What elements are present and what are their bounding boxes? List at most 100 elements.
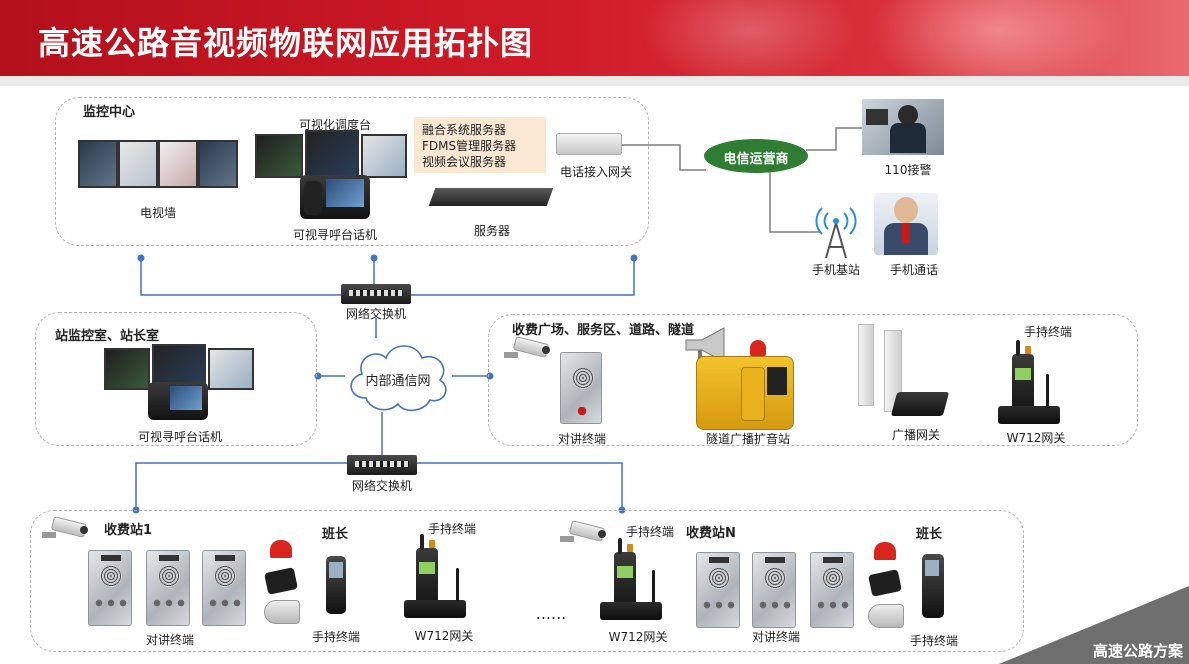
label-dispatch-console: 可视化调度台	[298, 118, 371, 132]
ellipsis: ......	[535, 604, 567, 623]
label-plaza-intercom: 对讲终端	[557, 432, 606, 446]
link-node	[137, 254, 145, 262]
intercom-panel-icon	[202, 550, 246, 626]
screen-icon	[118, 140, 158, 188]
phone-gateway-icon	[556, 133, 622, 155]
link-telecom-110	[806, 127, 862, 151]
zone-toll-stations	[30, 510, 1024, 652]
label-station1-w712: W712网关	[414, 629, 474, 643]
intercom-panel-icon	[696, 552, 740, 628]
zone-title-toll-station-n: 收费站N	[686, 526, 736, 541]
zone-station-room	[35, 312, 317, 446]
label-tunnel-station: 隧道广播扩音站	[705, 432, 790, 446]
header-banner: 高速公路音视频物联网应用拓扑图	[0, 0, 1189, 76]
tunnel-broadcast-station-icon	[696, 356, 794, 430]
screen-icon	[305, 130, 359, 180]
server-item: 融合系统服务器	[422, 123, 507, 137]
video-phone-icon	[148, 382, 208, 420]
zone-title-station-room: 站监控室、站长室	[55, 329, 160, 344]
video-phone-icon	[300, 175, 370, 219]
zone-title-monitor-center: 监控中心	[83, 105, 136, 120]
label-station1-monitor: 班长	[322, 527, 349, 542]
camera-icon	[868, 604, 904, 628]
label-switch-bottom: 网络交换机	[351, 479, 412, 493]
label-phone-gateway: 电话接入网关	[559, 165, 632, 179]
zone-plaza	[488, 314, 1138, 446]
police-operator-icon	[862, 99, 944, 155]
network-switch-icon	[341, 284, 411, 304]
intercom-panel-icon	[752, 552, 796, 628]
camera-icon	[560, 520, 606, 542]
server-item: FDMS管理服务器	[422, 139, 517, 153]
zone-title-toll-station-1: 收费站1	[104, 523, 153, 538]
gateway-icon	[998, 374, 1060, 424]
header-decoration	[639, 0, 859, 76]
header-subbar	[0, 76, 1189, 86]
video-wall	[78, 140, 238, 188]
label-telecom: 电信运营商	[723, 152, 789, 167]
network-switch-icon	[347, 455, 417, 475]
link-node	[370, 254, 378, 262]
radio-icon	[614, 538, 636, 608]
alarm-light-icon	[750, 340, 766, 356]
label-switch-top: 网络交换机	[345, 307, 406, 321]
intercom-panel-icon	[810, 552, 854, 628]
link-node	[630, 254, 638, 262]
zone-title-plaza: 收费广场、服务区、道路、隧道	[512, 323, 695, 338]
label-base-station: 手机基站	[811, 263, 860, 277]
label-video-wall: 电视墙	[139, 206, 176, 220]
zone-monitor-center	[55, 97, 649, 246]
label-server: 服务器	[473, 224, 510, 238]
label-station-video-phone: 可视寻呼台话机	[137, 430, 222, 444]
dispatch-console	[255, 130, 407, 190]
label-station1-handheld-phone: 手持终端	[311, 630, 360, 644]
rack-server-icon	[428, 188, 554, 206]
server-item: 视频会议服务器	[422, 155, 507, 169]
screen-icon	[158, 140, 198, 188]
label-110: 110接警	[884, 163, 932, 177]
screen-icon	[208, 348, 254, 390]
speaker-column-icon	[858, 324, 874, 406]
camera-icon	[264, 600, 300, 624]
alarm-light-icon	[270, 540, 292, 558]
antenna-tower-icon	[815, 207, 857, 259]
gateway-icon	[600, 570, 662, 620]
header-decoration	[869, 0, 1129, 76]
label-stationN-intercom: 对讲终端	[751, 630, 800, 644]
camera-icon	[42, 516, 88, 538]
screen-icon	[78, 140, 118, 188]
link-telecom-basestation	[769, 170, 820, 233]
telecom-ellipse	[704, 139, 808, 173]
broadcast-gateway-icon	[890, 392, 950, 416]
label-mobile-call: 手机通话	[889, 263, 938, 277]
radio-icon	[1012, 340, 1034, 410]
screen-icon	[255, 134, 303, 178]
label-plaza-w712: W712网关	[1006, 431, 1066, 445]
label-video-phone: 可视寻呼台话机	[292, 228, 377, 242]
cloud-icon	[350, 345, 447, 412]
label-plaza-handheld: 手持终端	[1023, 325, 1072, 339]
mobile-call-person-icon	[874, 193, 938, 255]
mobile-phone-icon	[922, 554, 944, 618]
screen-icon	[198, 140, 238, 188]
link-gateway-telecom	[620, 144, 706, 171]
label-broadcast-gateway: 广播网关	[891, 428, 940, 442]
intercom-panel-icon	[560, 352, 602, 424]
camera-icon	[504, 336, 550, 358]
label-stationN-handheld-radio: 手持终端	[625, 525, 674, 539]
label-internal-net: 内部通信网	[365, 374, 431, 389]
radio-icon	[416, 534, 438, 604]
footer-corner	[999, 586, 1189, 664]
footer-label: 高速公路方案	[1092, 642, 1183, 660]
mobile-phone-icon	[326, 556, 346, 614]
intercom-panel-icon	[146, 550, 190, 626]
label-stationN-monitor: 班长	[916, 527, 943, 542]
screen-icon	[104, 348, 150, 390]
intercom-panel-icon	[88, 550, 132, 626]
gateway-icon	[404, 568, 466, 618]
screen-icon	[361, 134, 407, 178]
alarm-light-icon	[874, 542, 896, 560]
label-station1-intercom: 对讲终端	[145, 633, 194, 647]
label-stationN-w712: W712网关	[608, 630, 668, 644]
page-title: 高速公路音视频物联网应用拓扑图	[38, 24, 534, 62]
